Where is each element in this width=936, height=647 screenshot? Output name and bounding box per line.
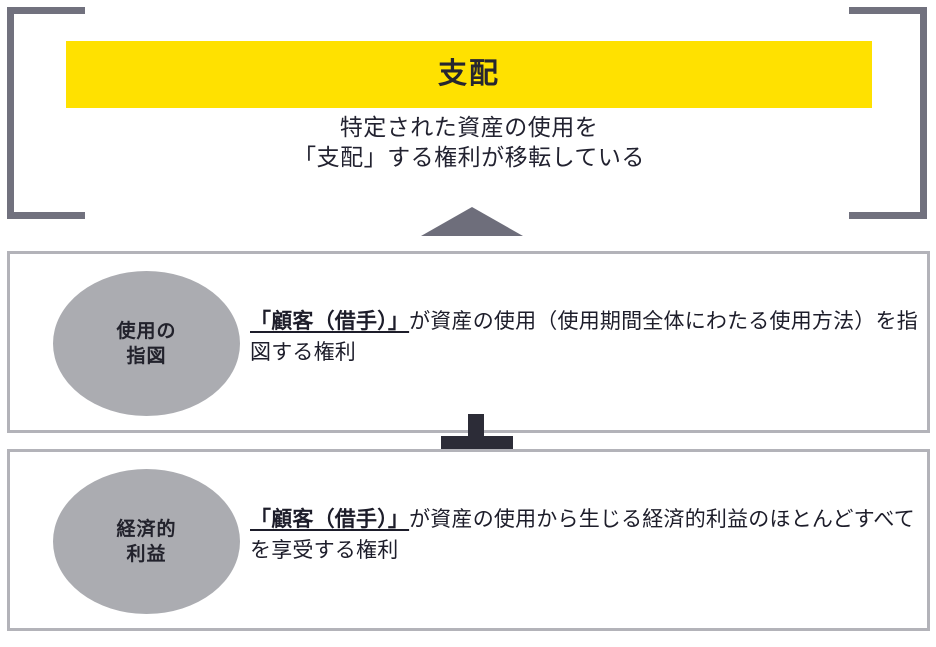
bracket-bottom-right [849, 7, 927, 219]
criterion-circle-use-direction: 使用の 指図 [53, 271, 240, 416]
criterion-circle-label-line-2: 利益 [126, 543, 167, 565]
criterion-circle-label-line-1: 経済的 [116, 518, 177, 540]
criterion-circle-economic-benefit: 経済的 利益 [53, 469, 240, 614]
title-banner: 支配 [66, 41, 872, 108]
criterion-body: が資産の使用（使用期間全体にわたる使用方法）を指図する権利 [250, 310, 918, 364]
subtitle-line-2: 「支配」する権利が移転している [293, 144, 645, 170]
criterion-box-economic-benefit: 経済的 利益 「顧客（借手）」が資産の使用から生じる経済的利益のほとんどすべてを… [7, 449, 930, 631]
criterion-description-economic-benefit: 「顧客（借手）」が資産の使用から生じる経済的利益のほとんどすべてを享受する権利 [250, 504, 918, 566]
subtitle-block: 特定された資産の使用を 「支配」する権利が移転している [66, 112, 872, 172]
criterion-body: が資産の使用から生じる経済的利益のほとんどすべてを享受する権利 [250, 508, 915, 562]
subtitle-line-1: 特定された資産の使用を [339, 114, 599, 140]
criterion-emphasis: 「顧客（借手）」 [250, 508, 410, 531]
bracket-bottom-left [7, 7, 85, 219]
criterion-emphasis: 「顧客（借手）」 [250, 310, 410, 333]
criterion-circle-label-line-2: 指図 [126, 345, 167, 367]
triangle-up-icon [421, 207, 523, 236]
criterion-box-use-direction: 使用の 指図 「顧客（借手）」が資産の使用（使用期間全体にわたる使用方法）を指図… [7, 251, 930, 433]
banner-heading: 支配 [437, 58, 500, 90]
criterion-description-use-direction: 「顧客（借手）」が資産の使用（使用期間全体にわたる使用方法）を指図する権利 [250, 306, 918, 368]
criterion-circle-label-line-1: 使用の [116, 320, 177, 342]
